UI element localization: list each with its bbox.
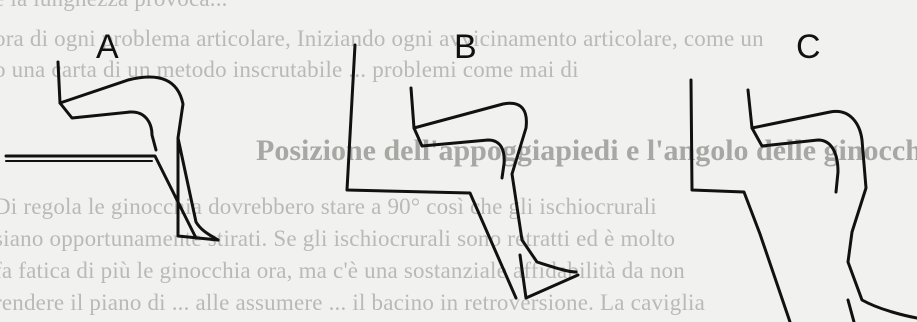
figure-label-b: B xyxy=(454,30,477,64)
figure-c-chair xyxy=(691,80,790,322)
figure-label-c: C xyxy=(796,30,821,64)
figure-label-a: A xyxy=(96,30,119,64)
figure-c-leg-bottom xyxy=(752,128,838,192)
figure-c-leg-top xyxy=(748,90,917,318)
figure-a-leg-top xyxy=(58,62,218,240)
figure-c xyxy=(691,80,917,322)
figure-b-leg-bottom xyxy=(414,128,504,178)
figure-b xyxy=(347,45,578,298)
figure-a-chair xyxy=(6,156,196,238)
figure-b-foot xyxy=(520,255,578,298)
figure-b-chair xyxy=(347,45,516,298)
figure-a-leg-bottom xyxy=(60,103,156,150)
figure-c-foot xyxy=(848,300,854,322)
figure-a xyxy=(6,62,218,240)
